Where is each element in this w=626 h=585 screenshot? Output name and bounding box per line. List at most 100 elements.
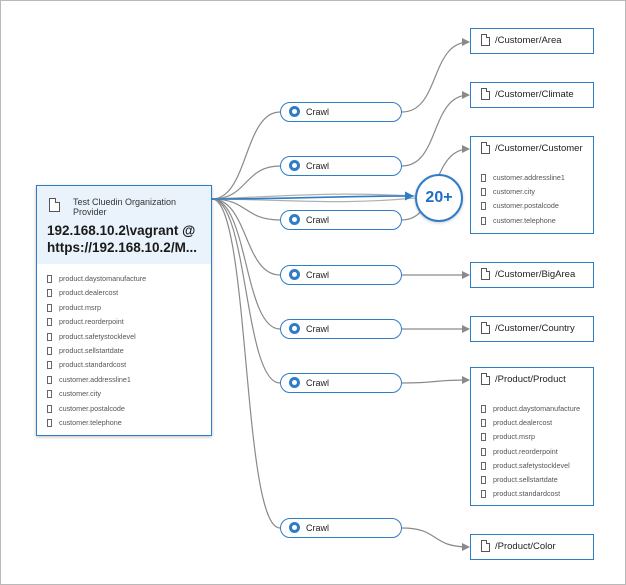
target-label: /Customer/Customer	[495, 143, 583, 154]
field-item: product.safetystocklevel	[47, 330, 146, 344]
more-badge[interactable]: 20+	[415, 174, 463, 222]
field-name: product.sellstartdate	[493, 474, 558, 484]
field-name: customer.postalcode	[59, 403, 125, 413]
gear-icon	[289, 323, 300, 334]
source-node-header: Test Cluedin Organization Provider 192.1…	[37, 186, 211, 264]
edge-source-crawl-1	[211, 111, 281, 200]
field-icon	[481, 405, 486, 413]
field-icon	[47, 289, 52, 298]
target-label: /Customer/Country	[495, 323, 575, 334]
source-node[interactable]: Test Cluedin Organization Provider 192.1…	[36, 185, 212, 436]
edge-crawl-target-product	[401, 376, 470, 385]
field-icon	[481, 419, 486, 428]
edge-source-more-b	[211, 193, 416, 200]
field-icon	[481, 490, 486, 499]
field-item: customer.telephone	[47, 416, 146, 430]
crawl-node-1[interactable]: Crawl	[280, 102, 402, 122]
crawl-node-7[interactable]: Crawl	[280, 518, 402, 538]
document-icon	[481, 88, 490, 100]
edge-source-crawl-2	[211, 165, 281, 200]
field-icon	[47, 332, 52, 341]
document-icon	[49, 198, 60, 212]
field-icon	[47, 390, 52, 399]
crawl-label: Crawl	[306, 215, 330, 225]
target-label: /Customer/Climate	[495, 89, 574, 100]
field-name: customer.addressline1	[493, 173, 565, 182]
target-node-customer-country[interactable]: /Customer/Country	[470, 316, 594, 342]
target-node-customer-climate[interactable]: /Customer/Climate	[470, 82, 594, 108]
field-name: product.msrp	[59, 302, 101, 312]
field-icon	[47, 404, 52, 413]
gear-icon	[289, 214, 300, 225]
crawl-node-6[interactable]: Crawl	[280, 373, 402, 393]
target-node-customer-bigarea[interactable]: /Customer/BigArea	[470, 262, 594, 288]
field-icon	[47, 318, 52, 327]
field-name: customer.city	[493, 187, 535, 197]
target-label: /Product/Color	[495, 541, 556, 552]
crawl-label: Crawl	[306, 324, 330, 334]
edge-source-crawl-5	[211, 198, 281, 330]
crawl-node-3[interactable]: Crawl	[280, 210, 402, 230]
field-name: customer.telephone	[493, 215, 556, 225]
field-item: product.reorderpoint	[47, 315, 146, 329]
crawl-label: Crawl	[306, 378, 330, 388]
field-item: product.sellstartdate	[481, 473, 580, 487]
field-item: customer.postalcode	[47, 402, 146, 416]
field-item: customer.addressline1	[47, 373, 146, 387]
target-field-list: product.daystomanufacture product.dealerc…	[481, 402, 580, 501]
field-icon	[481, 202, 486, 211]
field-name: product.daystomanufacture	[493, 404, 581, 413]
crawl-label: Crawl	[306, 161, 330, 171]
field-name: product.dealercost	[493, 418, 553, 428]
document-icon	[481, 322, 490, 334]
source-provider-name: Test Cluedin Organization Provider	[73, 197, 177, 217]
edge-crawl-target-area	[401, 38, 470, 113]
field-item: product.msrp	[481, 430, 580, 444]
field-icon	[481, 188, 486, 197]
field-name: product.safetystocklevel	[59, 331, 136, 341]
field-icon	[47, 361, 52, 370]
gear-icon	[289, 269, 300, 280]
field-icon	[481, 174, 486, 182]
document-icon	[481, 540, 490, 552]
field-name: customer.postalcode	[493, 201, 559, 211]
field-item: product.sellstartdate	[47, 344, 146, 358]
target-node-product-product[interactable]: /Product/Product product.daystomanufactu…	[470, 367, 594, 506]
target-field-list: customer.addressline1 customer.city custom…	[481, 171, 565, 228]
crawl-node-4[interactable]: Crawl	[280, 265, 402, 285]
source-title: 192.168.10.2\vagrant @ https://192.168.1…	[47, 223, 198, 255]
target-label: /Customer/BigArea	[495, 269, 576, 280]
target-node-product-color[interactable]: /Product/Color	[470, 534, 594, 560]
crawl-label: Crawl	[306, 523, 330, 533]
field-icon	[481, 216, 486, 225]
gear-icon	[289, 377, 300, 388]
field-icon	[47, 346, 52, 355]
field-icon	[47, 418, 52, 427]
document-icon	[481, 142, 490, 154]
field-item: product.standardcost	[47, 358, 146, 372]
field-name: product.standardcost	[493, 489, 561, 499]
field-name: product.dealercost	[59, 288, 119, 298]
field-icon	[481, 475, 486, 484]
field-item: product.dealercost	[47, 286, 146, 300]
field-icon	[47, 303, 52, 312]
more-badge-label: 20+	[425, 189, 453, 206]
edge-source-crawl-4	[211, 198, 281, 276]
target-node-customer-area[interactable]: /Customer/Area	[470, 28, 594, 54]
crawl-node-5[interactable]: Crawl	[280, 319, 402, 339]
gear-icon	[289, 160, 300, 171]
source-field-list: product.daystomanufacture product.dealerc…	[47, 272, 146, 430]
field-item: product.daystomanufacture	[47, 272, 146, 286]
document-icon	[481, 373, 490, 385]
field-item: product.msrp	[47, 301, 146, 315]
field-name: product.daystomanufacture	[59, 274, 147, 283]
edge-source-crawl-6	[211, 198, 281, 384]
field-icon	[47, 275, 52, 283]
field-icon	[481, 447, 486, 456]
field-item: product.dealercost	[481, 416, 580, 430]
target-label: /Customer/Area	[495, 35, 562, 46]
target-node-customer-customer[interactable]: /Customer/Customer customer.addressline1…	[470, 136, 594, 234]
crawl-node-2[interactable]: Crawl	[280, 156, 402, 176]
document-icon	[481, 268, 490, 280]
edge-source-more-main	[211, 191, 414, 201]
